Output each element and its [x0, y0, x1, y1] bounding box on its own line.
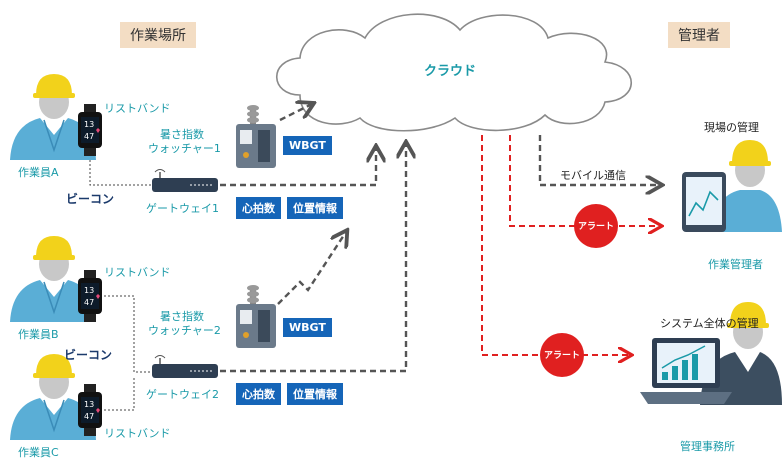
wristband-a-device: 13 47: [78, 104, 102, 156]
office-caption: 管理事務所: [680, 440, 735, 453]
watcher-2-label-line1: 暑さ指数: [160, 310, 204, 323]
svg-text:13: 13: [84, 286, 94, 295]
cloud-label: クラウド: [424, 64, 477, 79]
wristband-b-device: 13 47: [78, 270, 102, 322]
gateway-2-location-tag: 位置情報: [287, 383, 343, 405]
site-manager-figure: [682, 140, 782, 232]
site-manager-caption: 作業管理者: [708, 258, 763, 271]
beacon-lower-label: ビーコン: [64, 348, 113, 362]
svg-text:47: 47: [84, 132, 94, 141]
watcher-2-device: [236, 285, 276, 348]
worker-c-label: 作業員C: [18, 446, 59, 459]
svg-text:47: 47: [84, 298, 94, 307]
svg-text:13: 13: [84, 400, 94, 409]
svg-text:47: 47: [84, 412, 94, 421]
worker-b-label: 作業員B: [18, 328, 59, 341]
wristband-a-label: リストバンド: [104, 102, 171, 115]
data-arrows-to-cloud: [220, 104, 660, 373]
office-manager-figure: [640, 302, 782, 405]
beacon-connectors: [89, 160, 152, 411]
cloud-shape: [275, 13, 632, 132]
beacon-upper-label: ビーコン: [66, 192, 115, 206]
office-title: システム全体の管理: [660, 317, 759, 330]
wristband-b-label: リストバンド: [104, 266, 171, 279]
watcher-2-label-line2: ウォッチャー2: [148, 324, 221, 337]
worker-b-figure: [10, 236, 96, 322]
alert-badge-1: [574, 204, 618, 248]
gateway-2-label: ゲートウェイ2: [146, 388, 219, 401]
alert-badge-2: [540, 333, 584, 377]
wristband-c-device: 13 47: [78, 384, 102, 436]
gateway-1-device: [152, 169, 218, 192]
site-manager-title: 現場の管理: [704, 121, 759, 134]
mobile-comm-label: モバイル通信: [560, 169, 626, 182]
gateway-1-location-tag: 位置情報: [287, 197, 343, 219]
gateway-2-heart-rate-tag: 心拍数: [236, 383, 281, 405]
alert-badge-1-label: アラート: [577, 222, 614, 232]
worker-a-figure: [10, 74, 96, 160]
watcher-1-wbgt-tag: WBGT: [283, 136, 332, 155]
gateway-1-label: ゲートウェイ1: [146, 202, 219, 215]
gateway-2-device: [152, 355, 218, 378]
alert-badge-2-label: アラート: [543, 351, 580, 361]
watcher-2-wbgt-tag: WBGT: [283, 318, 332, 337]
watcher-1-label-line1: 暑さ指数: [160, 128, 204, 141]
svg-text:13: 13: [84, 120, 94, 129]
worksite-header: 作業場所: [120, 22, 196, 48]
watcher-1-device: [236, 105, 276, 168]
wristband-c-label: リストバンド: [104, 427, 171, 440]
manager-header: 管理者: [668, 22, 730, 48]
worker-c-figure: [10, 354, 96, 440]
watcher-1-label-line2: ウォッチャー1: [148, 142, 221, 155]
worker-a-label: 作業員A: [18, 166, 59, 179]
gateway-1-heart-rate-tag: 心拍数: [236, 197, 281, 219]
